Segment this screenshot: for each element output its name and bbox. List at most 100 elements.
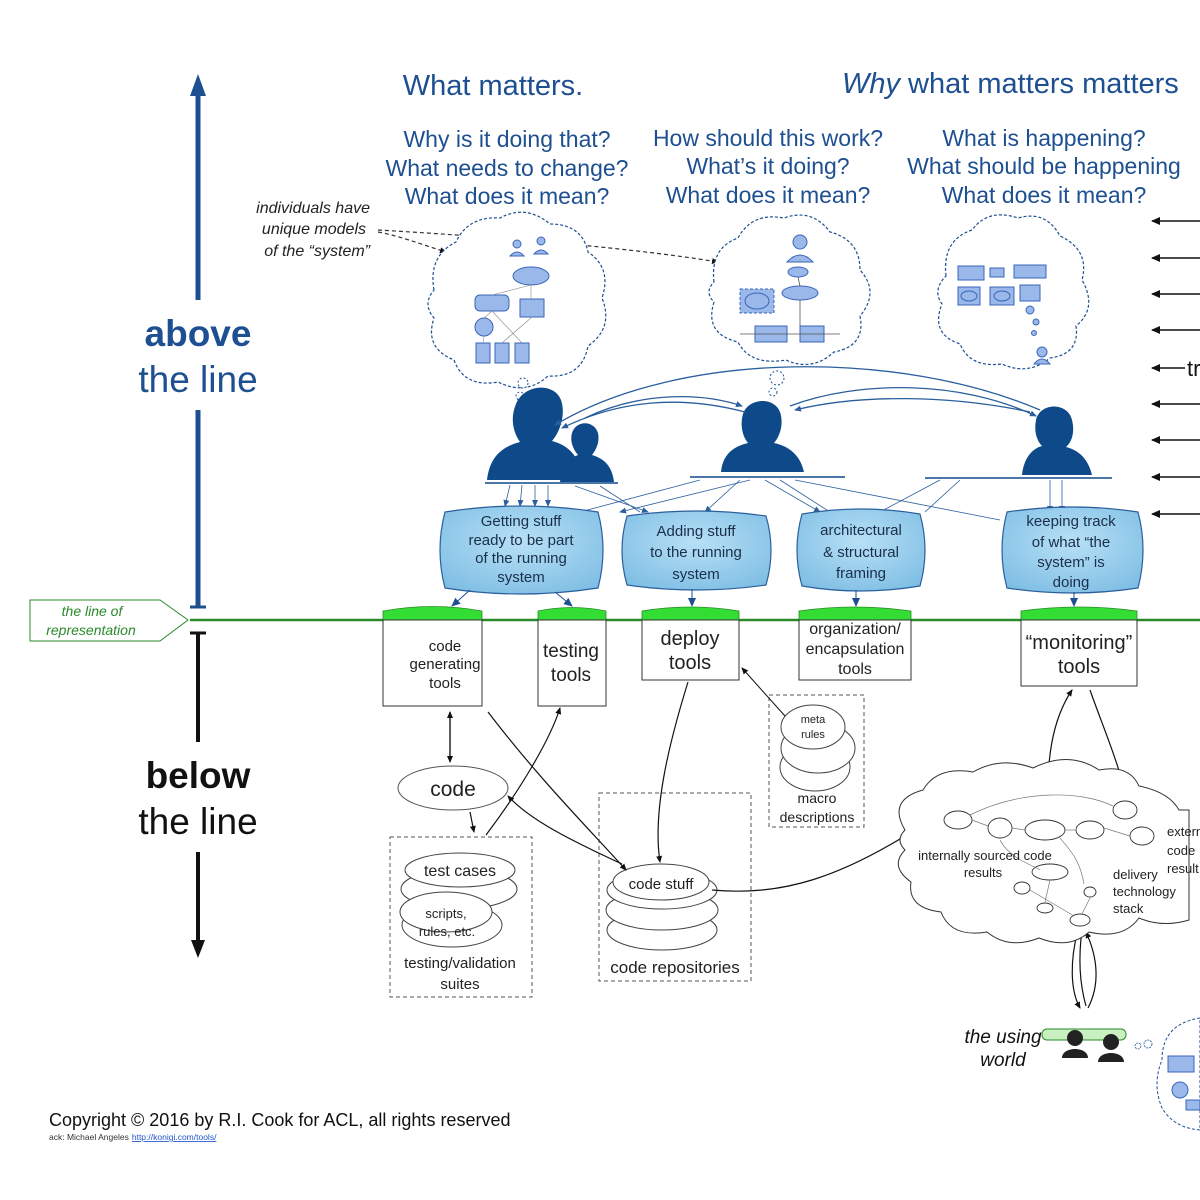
delivery-label: technology: [1113, 884, 1176, 899]
code-repositories-label: code repositories: [610, 958, 739, 977]
code-stuff-label: code stuff: [629, 876, 695, 893]
using-world-label: world: [980, 1050, 1027, 1071]
activity-label: architectural: [820, 522, 902, 539]
person-figure-group-1: [485, 387, 618, 484]
test-cases-label: test cases: [424, 863, 496, 880]
tool-testing[interactable]: testing tools: [537, 619, 607, 707]
above-axis-arrowhead: [190, 74, 206, 96]
why-matters-header: Why what matters matters: [842, 68, 1179, 100]
right-partial-text: tr: [1187, 356, 1200, 381]
people-activity-links: [503, 479, 1065, 521]
tool-label: tools: [551, 665, 591, 686]
activity-label: framing: [836, 565, 886, 582]
above-label-rest: the line: [138, 359, 257, 400]
internal-label: results: [964, 865, 1003, 880]
activity-label: Adding stuff: [657, 523, 737, 540]
activity-label: keeping track: [1026, 513, 1116, 530]
activity-label: of what “the: [1032, 534, 1110, 551]
line-tag-text: the line of: [62, 603, 125, 619]
annotation-line: individuals have: [256, 200, 370, 217]
tool-monitoring[interactable]: “monitoring” tools: [1020, 619, 1138, 687]
annotation-line: unique models: [262, 221, 366, 238]
question: What should be happening: [907, 153, 1181, 179]
person-figure-3: [925, 406, 1112, 479]
ack-link[interactable]: http://konigi.com/tools/: [132, 1132, 217, 1142]
questions-col3: What is happening? What should be happen…: [907, 125, 1181, 208]
question: What does it mean?: [942, 182, 1147, 208]
activity-adding-stuff[interactable]: Adding stuff to the running system: [621, 510, 772, 591]
question: What does it mean?: [666, 182, 871, 208]
tool-label: tools: [1058, 656, 1100, 678]
delivery-label: stack: [1113, 901, 1144, 916]
suite-label: suites: [440, 976, 479, 993]
delivery-label: delivery: [1113, 867, 1158, 882]
tool-label: tools: [429, 675, 461, 692]
code-node[interactable]: code: [397, 765, 509, 811]
activity-label: to the running: [650, 544, 742, 561]
annotation-arrow: [377, 231, 447, 254]
activity-label: system” is: [1037, 554, 1105, 571]
ack-text: ack: Michael Angeles: [49, 1132, 129, 1142]
below-line-arrows: [447, 681, 1131, 1009]
activity-architectural-framing[interactable]: architectural & structural framing: [796, 508, 926, 592]
line-of-representation-tag: [29, 599, 189, 642]
meta-rules-label: meta: [801, 714, 826, 726]
activity-label: doing: [1053, 574, 1090, 591]
tool-organization-encapsulation[interactable]: organization/ encapsulation tools: [798, 619, 912, 681]
tool-label: code: [429, 638, 462, 655]
activity-label: system: [497, 569, 545, 586]
tool-deploy[interactable]: deploy tools: [641, 619, 740, 681]
question: Why is it doing that?: [403, 126, 610, 152]
thought-cloud-2: [708, 214, 871, 397]
right-incoming-arrows: [1151, 217, 1200, 518]
testing-validation-suites[interactable]: test cases scripts, rules, etc. testing/…: [389, 836, 533, 998]
question: What is happening?: [942, 125, 1145, 151]
scripts-label: rules, etc.: [419, 924, 475, 939]
tool-label: generating: [410, 656, 481, 673]
suite-label: testing/validation: [404, 955, 516, 972]
question: What needs to change?: [386, 155, 629, 181]
question: What does it mean?: [405, 183, 610, 209]
tool-code-generating[interactable]: code generating tools: [382, 619, 483, 707]
question: How should this work?: [653, 125, 883, 151]
below-label-rest: the line: [138, 801, 257, 842]
below-axis-arrowhead: [191, 940, 205, 958]
code-repositories[interactable]: code stuff code repositories: [598, 792, 752, 982]
below-label-bold: below: [146, 755, 251, 796]
communication-arcs: [554, 366, 1041, 429]
activity-label: ready to be part: [468, 532, 574, 549]
external-label: result: [1167, 861, 1199, 876]
why-emphasis: Why: [842, 68, 902, 100]
tool-label: testing: [543, 641, 599, 662]
activity-label: & structural: [823, 544, 899, 561]
mental-model: [957, 264, 1052, 365]
tool-label: tools: [838, 661, 872, 678]
internal-label: internally sourced code: [918, 848, 1052, 863]
macro-label: descriptions: [780, 809, 855, 825]
question: What’s it doing?: [686, 153, 849, 179]
person-figure-2: [690, 400, 845, 478]
activity-keeping-track[interactable]: keeping track of what “the system” is do…: [1001, 506, 1144, 594]
tool-label: deploy: [661, 628, 720, 650]
external-label: code: [1167, 843, 1195, 858]
using-world-thought: [1134, 1017, 1200, 1131]
above-label-bold: above: [145, 313, 252, 354]
delivery-cloud: internally sourced code results delivery…: [897, 759, 1200, 944]
tool-caps: [382, 606, 1138, 621]
activity-getting-stuff-ready[interactable]: Getting stuff ready to be part of the ru…: [439, 505, 604, 595]
questions-col2: How should this work? What’s it doing? W…: [653, 125, 883, 208]
what-matters-header: What matters.: [403, 70, 584, 102]
thought-cloud-3: [937, 214, 1090, 370]
macro-to-deploy-arrow: [741, 667, 786, 717]
thought-cloud-1: [427, 211, 607, 401]
individuals-annotation: individuals have unique models of the “s…: [256, 200, 371, 260]
questions-col1: Why is it doing that? What needs to chan…: [386, 126, 629, 209]
activity-label: of the running: [475, 550, 567, 567]
activity-tool-links: [451, 589, 1078, 607]
meta-rules-label: rules: [801, 729, 825, 741]
copyright: Copyright © 2016 by R.I. Cook for ACL, a…: [49, 1110, 510, 1130]
tool-label: tools: [669, 652, 711, 674]
annotation-line: of the “system”: [264, 243, 370, 260]
